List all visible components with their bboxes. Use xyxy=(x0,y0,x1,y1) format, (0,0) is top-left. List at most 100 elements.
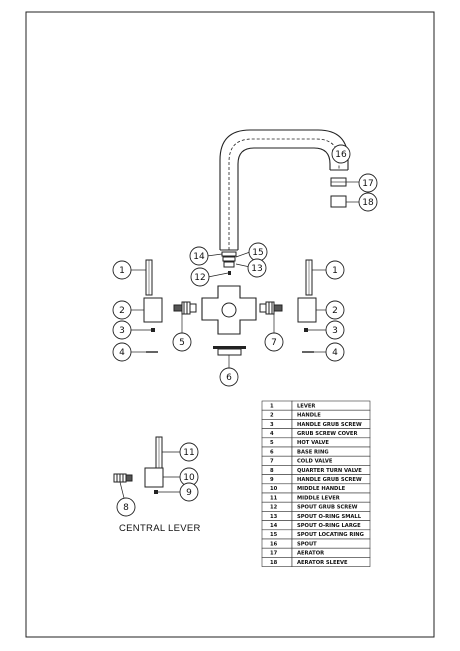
callout-17: 17 xyxy=(362,179,373,189)
callout-18: 18 xyxy=(362,198,374,208)
table-cell-name: GRUB SCREW COVER xyxy=(297,431,357,437)
callout-3-right: 3 xyxy=(332,326,338,336)
callout-1-left: 1 xyxy=(119,266,125,276)
table-cell-name: SPOUT GRUB SCREW xyxy=(297,505,358,511)
spout-o-ring-large xyxy=(221,251,237,257)
spout-o-ring-small xyxy=(223,261,235,268)
callout-15: 15 xyxy=(252,248,263,258)
callout-5: 5 xyxy=(179,338,185,348)
spout-locating-ring xyxy=(222,256,236,262)
table-cell-no: 2 xyxy=(270,413,274,419)
table-cell-no: 10 xyxy=(270,486,278,492)
callout-8: 8 xyxy=(123,503,129,513)
table-row: 14 SPOUT O-RING LARGE xyxy=(261,520,371,531)
table-cell-name: SPOUT O-RING LARGE xyxy=(297,523,361,529)
table-row: 13 SPOUT O-RING SMALL xyxy=(261,511,371,521)
table-cell-name: HANDLE xyxy=(297,413,321,419)
table-cell-no: 1 xyxy=(270,403,274,409)
table-cell-name: MIDDLE LEVER xyxy=(297,495,340,501)
callout-16: 16 xyxy=(335,150,347,160)
table-row: 12 SPOUT GRUB SCREW xyxy=(261,501,371,512)
table-row: 18 AERATOR SLEEVE xyxy=(261,557,371,567)
handle-right xyxy=(297,297,317,323)
table-cell-no: 13 xyxy=(270,514,278,520)
aerator-sleeve xyxy=(330,195,347,208)
table-row: 17 AERATOR xyxy=(261,547,371,558)
table-cell-no: 12 xyxy=(270,505,278,511)
callout-2-right: 2 xyxy=(332,306,338,316)
table-cell-no: 16 xyxy=(270,541,278,547)
table-cell-no: 8 xyxy=(270,468,274,474)
table-cell-name: BASE RING xyxy=(297,449,329,455)
hot-valve xyxy=(173,301,197,315)
table-row: 2 HANDLE xyxy=(261,409,371,420)
handle-left xyxy=(143,297,163,323)
callout-3-left: 3 xyxy=(119,326,125,336)
table-cell-name: AERATOR xyxy=(297,551,324,557)
table-row: 8 QUARTER TURN VALVE xyxy=(261,465,371,475)
spout-grub-screw xyxy=(228,271,231,275)
table-cell-name: SPOUT LOCATING RING xyxy=(297,532,364,538)
base-ring xyxy=(213,346,246,349)
table-row: 3 HANDLE GRUB SCREW xyxy=(261,419,371,429)
table-row: 15 SPOUT LOCATING RING xyxy=(261,529,371,540)
table-row: 11 MIDDLE LEVER xyxy=(261,492,371,503)
callout-numbers: 16 17 18 15 13 14 12 1 2 3 4 1 2 3 4 5 7… xyxy=(119,150,374,513)
callout-7: 7 xyxy=(271,338,277,348)
leader-lines xyxy=(119,149,360,499)
table-cell-name: HOT VALVE xyxy=(297,440,329,446)
callout-9: 9 xyxy=(186,488,192,498)
callout-4-left: 4 xyxy=(119,348,125,358)
table-cell-no: 17 xyxy=(270,551,278,557)
callout-11: 11 xyxy=(183,448,194,458)
table-row: 7 COLD VALVE xyxy=(261,455,371,466)
table-cell-name: COLD VALVE xyxy=(297,459,333,465)
table-row: 9 HANDLE GRUB SCREW xyxy=(261,474,371,485)
table-cell-no: 4 xyxy=(270,431,274,437)
table-row: 16 SPOUT xyxy=(261,538,371,549)
spout xyxy=(219,129,349,251)
table-row: 10 MIDDLE HANDLE xyxy=(261,483,371,494)
table-row: 4 GRUB SCREW COVER xyxy=(261,428,371,439)
table-cell-no: 9 xyxy=(270,477,274,483)
callout-10: 10 xyxy=(183,473,195,483)
handle-grub-screw-middle xyxy=(154,490,158,494)
table-cell-name: HANDLE GRUB SCREW xyxy=(297,477,362,483)
table-cell-no: 7 xyxy=(270,459,274,465)
handle-grub-screw-left xyxy=(151,328,155,332)
drawing-frame xyxy=(25,11,435,638)
quarter-turn-valve xyxy=(113,473,133,483)
table-cell-name: AERATOR SLEEVE xyxy=(297,560,348,566)
table-cell-name: SPOUT xyxy=(297,541,317,547)
table-cell-name: SPOUT O-RING SMALL xyxy=(297,514,362,520)
callout-1-right: 1 xyxy=(332,266,338,276)
handle-grub-screw-right xyxy=(304,328,308,332)
table-cell-no: 11 xyxy=(270,495,278,501)
callout-12: 12 xyxy=(194,273,205,283)
table-cell-no: 3 xyxy=(270,422,274,428)
callout-13: 13 xyxy=(251,264,262,274)
table-cell-no: 14 xyxy=(270,523,278,529)
table-cell-name: HANDLE GRUB SCREW xyxy=(297,422,362,428)
table-cell-no: 18 xyxy=(270,560,278,566)
callout-14: 14 xyxy=(193,252,205,262)
body-bore xyxy=(221,302,237,318)
table-cell-name: QUARTER TURN VALVE xyxy=(297,468,362,474)
callout-2-left: 2 xyxy=(119,306,125,316)
table-cell-no: 5 xyxy=(270,440,274,446)
table-row: 1 LEVER xyxy=(261,400,371,411)
table-row: 6 BASE RING xyxy=(261,446,371,457)
central-lever-caption: CENTRAL LEVER xyxy=(119,523,201,534)
middle-handle xyxy=(144,467,164,488)
table-cell-name: MIDDLE HANDLE xyxy=(297,486,346,492)
callout-circles xyxy=(112,144,378,517)
table-cell-name: LEVER xyxy=(297,403,315,409)
callout-6: 6 xyxy=(226,373,232,383)
callout-4-right: 4 xyxy=(332,348,338,358)
table-cell-no: 15 xyxy=(270,532,278,538)
table-cell-no: 6 xyxy=(270,449,274,455)
cold-valve xyxy=(259,301,283,315)
table-row: 5 HOT VALVE xyxy=(261,437,371,448)
